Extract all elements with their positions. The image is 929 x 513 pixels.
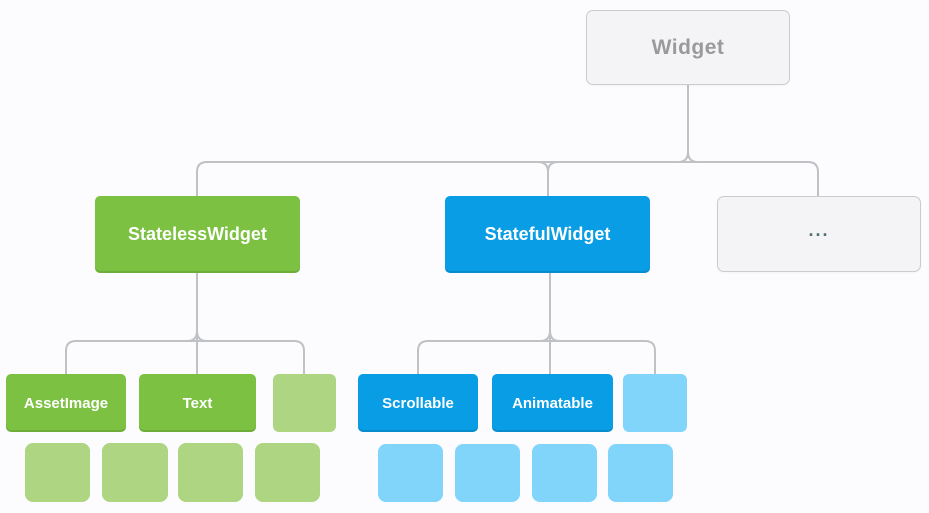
- node-scrollable-label: Scrollable: [382, 394, 454, 412]
- node-stateful-widget-label: StatefulWidget: [484, 224, 611, 244]
- node-stateless-widget: StatelessWidget: [95, 196, 300, 273]
- connector-stateless-junction-fillet: [186, 330, 208, 342]
- placeholder-node-blue: [532, 444, 597, 502]
- placeholder-node-blue: [623, 374, 687, 432]
- placeholder-node-green: [255, 443, 320, 502]
- node-asset-image-label: AssetImage: [23, 394, 109, 412]
- node-other-widgets-label: ...: [808, 219, 830, 240]
- placeholder-node-blue: [378, 444, 443, 502]
- connector-root-junction-fillet: [677, 151, 699, 163]
- node-stateless-widget-label: StatelessWidget: [128, 224, 267, 244]
- connector-stateful-junction-fillet: [539, 330, 561, 342]
- connector-stateful-rail: [417, 340, 656, 374]
- connector-level1-rail: [196, 161, 819, 196]
- node-widget-label: Widget: [651, 35, 725, 59]
- node-stateful-widget: StatefulWidget: [445, 196, 650, 273]
- node-asset-image: AssetImage: [6, 374, 126, 432]
- node-animatable: Animatable: [492, 374, 613, 432]
- placeholder-node-blue: [455, 444, 520, 502]
- node-text-label: Text: [182, 394, 213, 412]
- node-widget: Widget: [586, 10, 790, 85]
- node-animatable-label: Animatable: [512, 394, 593, 412]
- placeholder-node-blue: [608, 444, 673, 502]
- placeholder-node-green: [273, 374, 336, 432]
- node-scrollable: Scrollable: [358, 374, 478, 432]
- placeholder-node-green: [102, 443, 168, 502]
- connector-stateful-drop: [537, 161, 559, 196]
- connector-stateless-rail: [65, 340, 305, 374]
- placeholder-node-green: [178, 443, 243, 502]
- node-text: Text: [139, 374, 256, 432]
- node-other-widgets: ...: [717, 196, 921, 272]
- placeholder-node-green: [25, 443, 90, 502]
